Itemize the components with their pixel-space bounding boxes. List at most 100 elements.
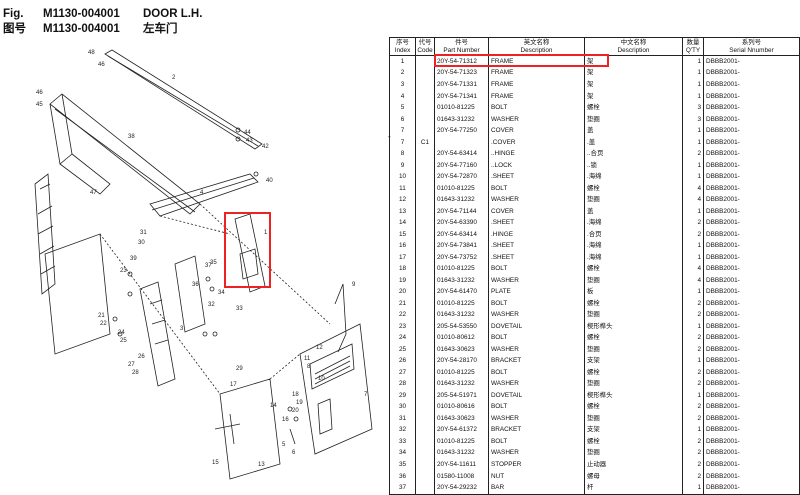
callout-28: 28 — [132, 370, 139, 376]
cell-desc: BOLT — [488, 366, 585, 379]
cell-cn: 螺栓 — [584, 102, 683, 114]
cell-qty: 2 — [682, 459, 704, 471]
cell-code — [415, 436, 435, 448]
cell-serial: DBBB2001- — [703, 125, 800, 137]
cell-pn: 20Y-54-63414 — [434, 148, 489, 160]
cell-idx: 23 — [389, 320, 416, 333]
cell-idx: 27 — [389, 366, 416, 379]
cell-pn: 20Y-54-71323 — [434, 67, 489, 80]
cell-idx: 7 — [389, 125, 416, 137]
callout-38: 38 — [128, 134, 135, 140]
column-header-en: Code — [417, 46, 433, 54]
callout-48: 48 — [88, 50, 95, 56]
cell-qty: 2 — [682, 297, 704, 310]
callout-14: 14 — [270, 403, 277, 409]
column-header-en: Description — [617, 46, 650, 54]
cell-pn: 01643-31232 — [434, 378, 489, 390]
callout-33: 33 — [236, 306, 243, 312]
cell-qty: 1 — [682, 136, 704, 149]
cell-cn: 螺栓 — [584, 263, 683, 275]
cell-qty: 2 — [682, 332, 704, 344]
column-header-cn: 代号 — [418, 39, 432, 46]
exploded-parts-diagram: 48 46 46 45 2 38 44 43 42 40 47 4 3 36 3… — [34, 49, 373, 480]
fig-label: Fig. — [3, 8, 24, 20]
cell-desc: PLATE — [488, 286, 585, 298]
cell-desc: .SHEET — [488, 251, 585, 264]
cell-idx: 3 — [389, 79, 416, 91]
cell-idx: 5 — [389, 102, 416, 114]
callout-8: 8 — [307, 364, 311, 370]
cell-serial: DBBB2001- — [703, 136, 800, 149]
cell-desc: WASHER — [488, 412, 585, 425]
cell-cn: 支架 — [584, 424, 683, 437]
callout-7: 7 — [364, 392, 368, 398]
callout-10: 10 — [318, 376, 325, 382]
cell-desc: .HINGE — [488, 228, 585, 241]
cell-serial: DBBB2001- — [703, 90, 800, 103]
cell-qty: 1 — [682, 79, 704, 91]
cell-desc: DOVETAIL — [488, 389, 585, 402]
callout-9: 9 — [352, 282, 356, 288]
callout-6: 6 — [292, 450, 296, 456]
cell-desc: STOPPER — [488, 459, 585, 471]
fig-number: M1130-004001 — [43, 8, 120, 20]
cell-pn: 205-54-53550 — [434, 320, 489, 333]
callout-21: 21 — [98, 313, 105, 319]
cell-serial: DBBB2001- — [703, 459, 800, 471]
cell-code — [415, 263, 435, 275]
column-header-cn: 数量 — [686, 39, 700, 46]
cell-qty: 1 — [682, 389, 704, 402]
fig-title: DOOR L.H. — [143, 8, 203, 20]
cell-cn: .海绵 — [584, 251, 683, 264]
cell-qty: 1 — [682, 90, 704, 103]
cell-qty: 4 — [682, 274, 704, 287]
cell-pn: 01010-81225 — [434, 436, 489, 448]
cell-qty: 1 — [682, 482, 704, 495]
cell-desc: BOLT — [488, 401, 585, 413]
callout-2: 2 — [172, 75, 176, 81]
cell-qty: 1 — [682, 171, 704, 183]
cell-desc: .COVER — [488, 136, 585, 149]
cell-code — [415, 424, 435, 437]
